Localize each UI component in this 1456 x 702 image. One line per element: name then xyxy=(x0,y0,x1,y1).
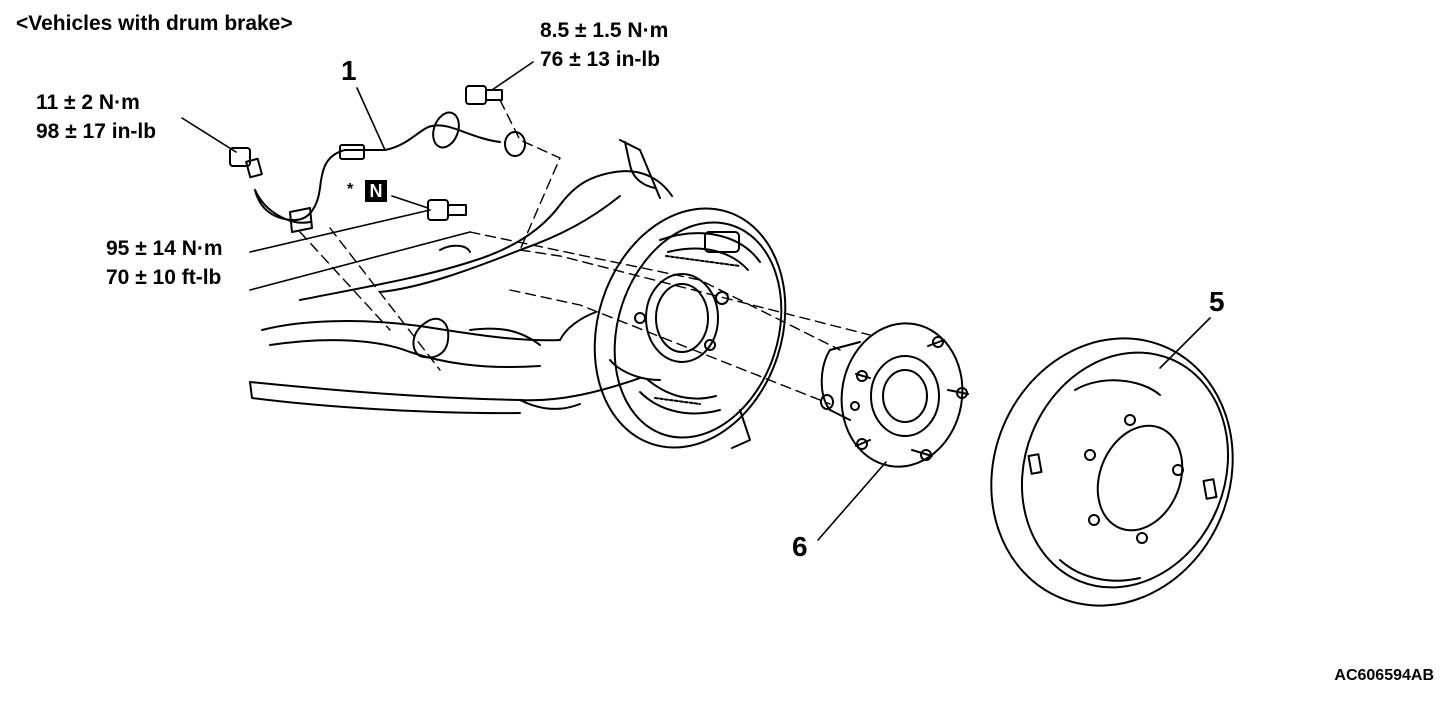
brake-drum xyxy=(990,337,1234,607)
torque-hub-nm: 95 ± 14 N·m xyxy=(106,237,223,260)
diagram-title: <Vehicles with drum brake> xyxy=(16,12,293,35)
axle-beam xyxy=(249,139,673,415)
wheel-hub xyxy=(820,322,969,468)
sensor-harness xyxy=(254,111,526,233)
callout-1: 1 xyxy=(341,55,357,86)
callout-5: 5 xyxy=(1209,286,1225,317)
bolt-hub xyxy=(427,199,467,221)
figure-id: AC606594AB xyxy=(1334,667,1434,684)
new-part-badge: N xyxy=(365,180,387,202)
torque-label-hub-bolt: 95 ± 14 N·m 70 ± 10 ft-lb xyxy=(106,234,223,292)
bolt-left xyxy=(229,147,263,179)
brake-backing-plate xyxy=(593,207,787,449)
leader-lines xyxy=(181,61,1211,541)
bolt-top xyxy=(465,85,503,105)
torque-label-top-bolt: 8.5 ± 1.5 N·m 76 ± 13 in-lb xyxy=(540,16,668,74)
torque-top-nm: 8.5 ± 1.5 N·m xyxy=(540,19,669,42)
assembly-lines xyxy=(299,99,871,405)
callout-6: 6 xyxy=(792,531,808,562)
torque-top-imperial: 76 ± 13 in-lb xyxy=(540,48,661,71)
torque-left-nm: 11 ± 2 N·m xyxy=(36,91,140,114)
torque-left-imperial: 98 ± 17 in-lb xyxy=(36,120,157,143)
asterisk-note: * xyxy=(347,181,354,198)
torque-label-left-bolt: 11 ± 2 N·m 98 ± 17 in-lb xyxy=(36,88,156,146)
torque-hub-imperial: 70 ± 10 ft-lb xyxy=(106,266,222,289)
